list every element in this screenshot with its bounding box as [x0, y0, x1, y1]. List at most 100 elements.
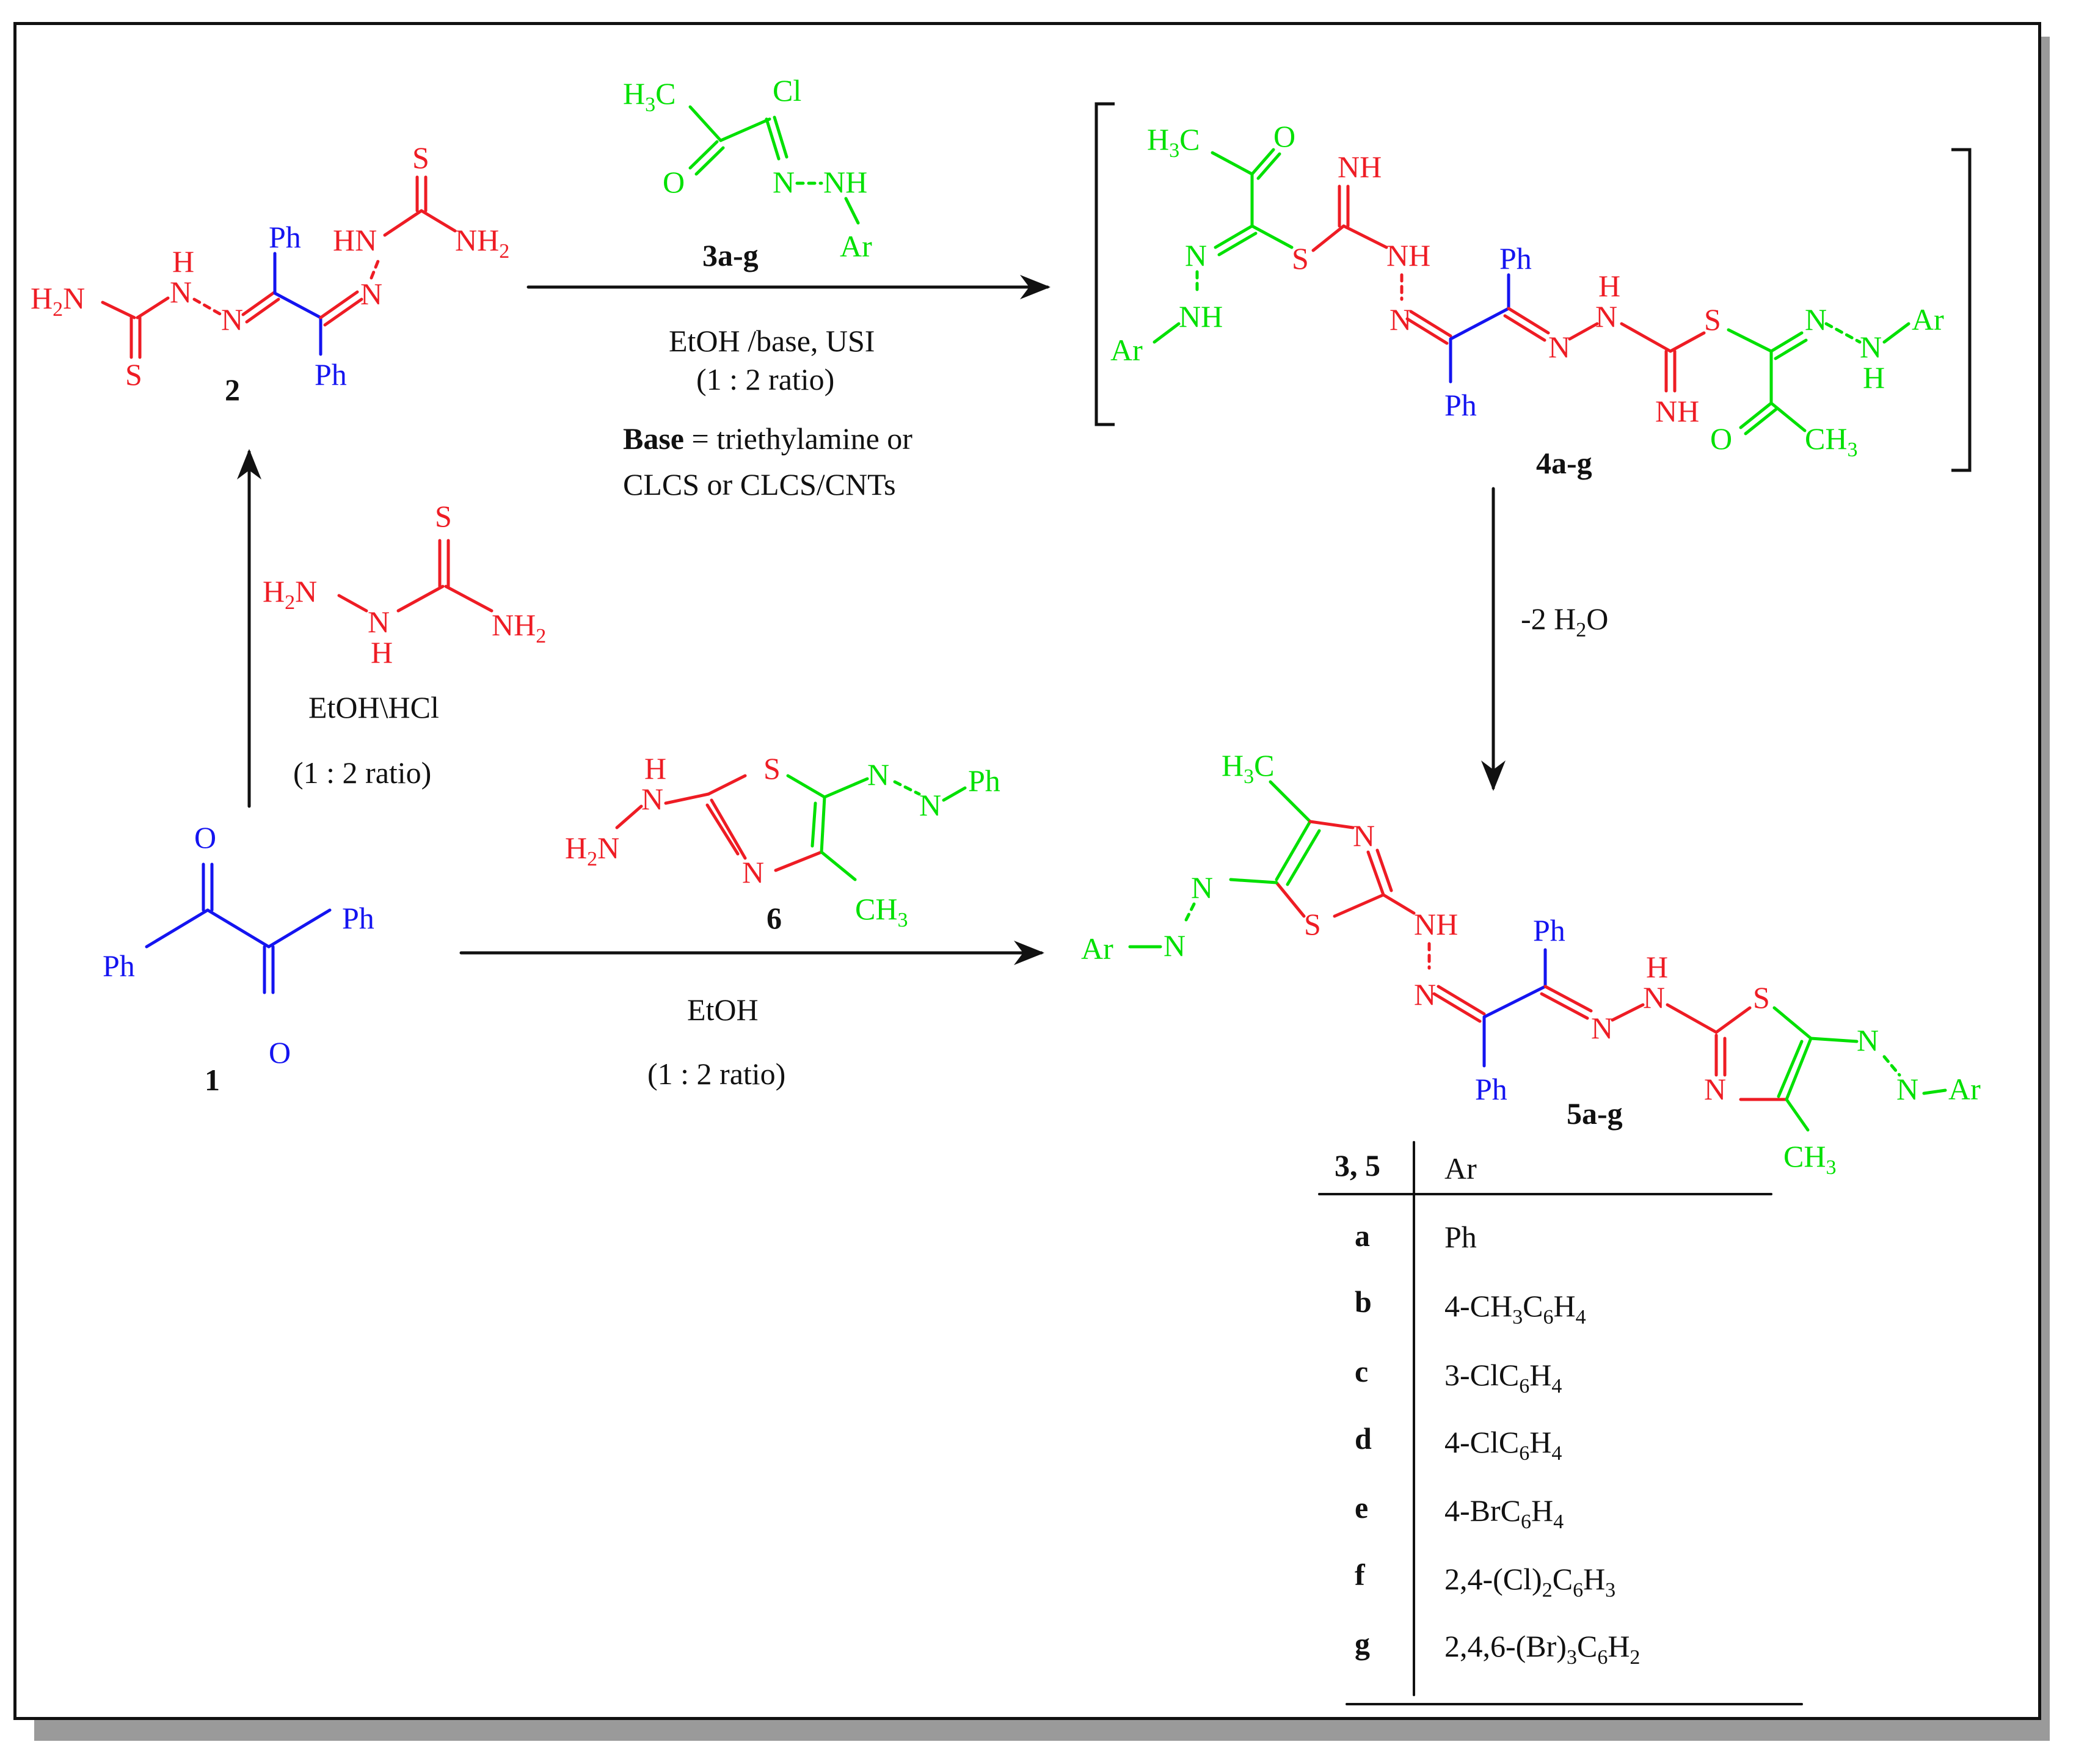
svg-text:N: N: [1185, 238, 1207, 272]
compound-6-label: 6: [767, 901, 782, 935]
svg-text:Ph: Ph: [1475, 1072, 1507, 1106]
svg-text:H3C: H3C: [1222, 748, 1274, 788]
svg-text:Ph: Ph: [269, 220, 301, 254]
svg-text:NH: NH: [823, 165, 867, 199]
svg-text:O: O: [1273, 119, 1295, 153]
compound-4-structure: H3C O N NH Ar S NH NH N Ph: [1110, 119, 1944, 461]
cond-ratio-2: (1 : 2 ratio): [696, 362, 834, 396]
svg-text:N: N: [1591, 1011, 1613, 1045]
svg-text:NH: NH: [1338, 150, 1382, 184]
table-row-ar: 4-ClC6H4: [1444, 1425, 1562, 1465]
svg-text:N: N: [1805, 302, 1827, 337]
svg-text:Ar: Ar: [1948, 1072, 1981, 1106]
svg-text:O: O: [1710, 421, 1732, 456]
svg-text:NH2: NH2: [455, 223, 509, 263]
svg-text:H: H: [371, 635, 393, 669]
cond-ethanol-base-usi: EtOH /base, USI: [669, 324, 875, 358]
svg-text:H3C: H3C: [1147, 122, 1200, 162]
table-header-ar: Ar: [1444, 1151, 1477, 1186]
svg-text:Ph: Ph: [315, 357, 347, 392]
svg-text:Ar: Ar: [1912, 302, 1944, 337]
compound-1-structure: O O Ph Ph: [103, 820, 374, 1070]
svg-text:H2N: H2N: [565, 831, 619, 870]
svg-text:Ar: Ar: [1081, 931, 1113, 966]
svg-text:CH3: CH3: [1805, 421, 1857, 461]
svg-text:N: N: [1595, 299, 1617, 333]
svg-text:Ar: Ar: [1110, 333, 1143, 367]
svg-text:NH: NH: [1179, 299, 1223, 333]
svg-text:H: H: [644, 751, 666, 785]
table-row-key: b: [1355, 1285, 1372, 1319]
svg-text:CH3: CH3: [1783, 1139, 1836, 1179]
svg-text:N: N: [221, 302, 243, 337]
svg-text:N: N: [773, 165, 795, 199]
cond-dehydration: -2 H2O: [1521, 602, 1608, 641]
svg-text:Ph: Ph: [1499, 241, 1532, 275]
svg-text:Ar: Ar: [840, 229, 872, 263]
svg-text:S: S: [1753, 980, 1770, 1015]
svg-text:S: S: [1292, 241, 1309, 275]
table-row-ar: 2,4-(Cl)2C6H3: [1444, 1562, 1615, 1602]
svg-text:O: O: [663, 165, 685, 199]
table-row-key: a: [1355, 1219, 1370, 1253]
svg-text:N: N: [1191, 870, 1213, 905]
svg-text:N: N: [1857, 1023, 1879, 1057]
table-row-key: e: [1355, 1490, 1368, 1525]
svg-text:NH: NH: [1655, 394, 1699, 428]
svg-text:H: H: [1598, 269, 1620, 303]
thiosemicarbazide-structure: H2N N H S NH2: [263, 499, 546, 669]
cond-ethanol: EtOH: [687, 993, 759, 1027]
svg-text:N: N: [368, 605, 390, 639]
cond-ratio-1: (1 : 2 ratio): [293, 756, 431, 790]
table-row-ar: 3-ClC6H4: [1444, 1358, 1562, 1398]
compound-6-structure: H N H2N S N CH3 N N Ph: [565, 751, 1000, 931]
table-row-ar: Ph: [1444, 1220, 1477, 1254]
svg-text:HN: HN: [333, 223, 377, 257]
svg-text:NH: NH: [1386, 238, 1430, 272]
compound-1-label: 1: [205, 1063, 220, 1097]
svg-text:H3C: H3C: [623, 76, 676, 116]
compound-3-structure: H3C Cl O N NH Ar: [623, 73, 872, 263]
compound-3-label: 3a-g: [702, 238, 759, 272]
table-row-key: c: [1355, 1354, 1368, 1388]
compound-4-brackets: [1094, 102, 1972, 472]
svg-text:H2N: H2N: [263, 574, 317, 614]
cond-ethanol-hcl: EtOH\HCl: [308, 690, 439, 724]
svg-text:N: N: [170, 275, 192, 309]
svg-text:S: S: [412, 140, 429, 175]
svg-text:Ph: Ph: [1444, 388, 1477, 422]
svg-text:N: N: [1896, 1072, 1918, 1106]
table-header-compound: 3, 5: [1335, 1148, 1380, 1183]
compound-5-label: 5a-g: [1567, 1096, 1623, 1131]
svg-text:N: N: [641, 782, 663, 816]
phenyl-1: Ph: [103, 949, 135, 983]
carbonyl-oxygen-1: O: [194, 820, 216, 855]
svg-text:N: N: [1164, 928, 1186, 963]
svg-text:S: S: [1704, 302, 1721, 337]
table-row-key: g: [1355, 1627, 1370, 1661]
table-row-key: d: [1355, 1421, 1372, 1456]
svg-text:N: N: [742, 855, 764, 889]
cond-base-line-2: CLCS or CLCS/CNTs: [623, 467, 896, 501]
cond-ratio-3: (1 : 2 ratio): [647, 1057, 785, 1091]
svg-text:S: S: [1304, 907, 1321, 941]
svg-text:H: H: [172, 244, 194, 279]
cond-base-line: Base = triethylamine or: [623, 421, 912, 456]
svg-text:Cl: Cl: [773, 73, 801, 108]
svg-text:N: N: [1860, 330, 1882, 364]
compound-2-structure: H2N S N H N Ph Ph N HN S: [31, 140, 509, 392]
svg-text:N: N: [1548, 330, 1570, 364]
svg-text:N: N: [1704, 1072, 1726, 1106]
svg-text:N: N: [1414, 977, 1436, 1011]
table-row-key: f: [1355, 1558, 1366, 1592]
svg-text:N: N: [919, 788, 941, 822]
svg-text:N: N: [1353, 818, 1375, 853]
phenyl-2: Ph: [342, 901, 374, 935]
svg-text:Ph: Ph: [968, 764, 1000, 798]
svg-text:Ph: Ph: [1533, 913, 1565, 947]
svg-text:H: H: [1863, 360, 1885, 395]
compound-4-label: 4a-g: [1536, 446, 1592, 480]
carbonyl-oxygen-2: O: [269, 1035, 291, 1070]
